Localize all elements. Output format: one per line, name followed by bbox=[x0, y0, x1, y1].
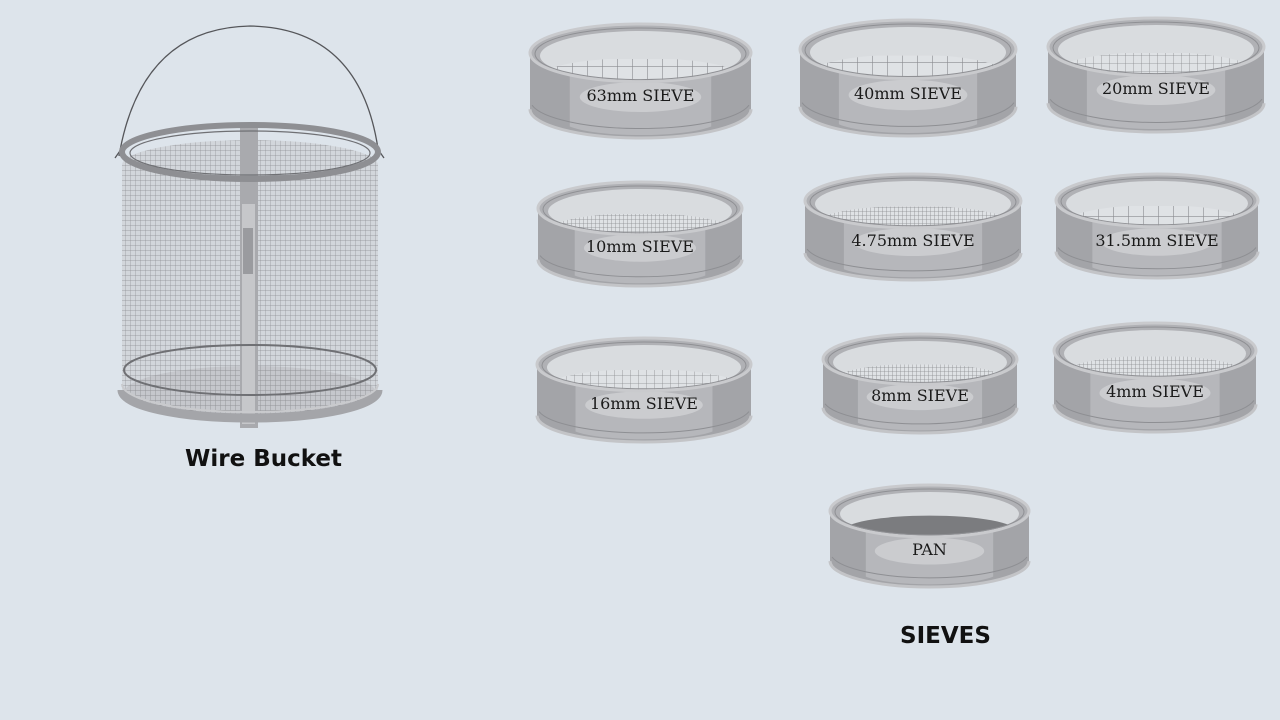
sieve-drawing bbox=[1046, 16, 1266, 134]
sieve-drawing bbox=[803, 172, 1023, 282]
sieve-label: 63mm SIEVE bbox=[586, 86, 695, 105]
sieve-drawing bbox=[528, 22, 753, 140]
sieve-4-75mm-sieve: 4.75mm SIEVE bbox=[802, 171, 1024, 283]
sieve-20mm-sieve: 20mm SIEVE bbox=[1045, 15, 1267, 135]
wire-bucket-caption: Wire Bucket bbox=[185, 446, 343, 472]
sieve-label: 10mm SIEVE bbox=[586, 237, 694, 256]
sieve-40mm-sieve: 40mm SIEVE bbox=[797, 17, 1019, 139]
sieve-drawing bbox=[536, 180, 744, 288]
sieve-63mm-sieve: 63mm SIEVE bbox=[527, 21, 754, 141]
sieve-label: 31.5mm SIEVE bbox=[1095, 231, 1219, 250]
sieve-drawing bbox=[798, 18, 1018, 138]
sieve-label: 8mm SIEVE bbox=[871, 386, 969, 405]
sieve-label: 16mm SIEVE bbox=[590, 394, 698, 413]
sieve-label: PAN bbox=[912, 540, 947, 559]
sieve-label: 20mm SIEVE bbox=[1102, 79, 1210, 98]
wire-bucket-illustration bbox=[114, 25, 385, 428]
sieve-label: 4.75mm SIEVE bbox=[851, 231, 975, 250]
sieve-16mm-sieve: 16mm SIEVE bbox=[534, 335, 754, 445]
sieve-drawing bbox=[1052, 321, 1258, 434]
sieve-drawing bbox=[821, 332, 1019, 435]
sieve-drawing bbox=[828, 483, 1031, 589]
sieve-drawing bbox=[535, 336, 753, 444]
sieve-label: 4mm SIEVE bbox=[1106, 382, 1204, 401]
sieve-label: 40mm SIEVE bbox=[854, 84, 962, 103]
sieve-pan: PAN bbox=[827, 482, 1032, 590]
sieve-10mm-sieve: 10mm SIEVE bbox=[535, 179, 745, 289]
sieves-caption: SIEVES bbox=[900, 623, 991, 649]
sieve-8mm-sieve: 8mm SIEVE bbox=[820, 331, 1020, 436]
sieve-4mm-sieve: 4mm SIEVE bbox=[1051, 320, 1259, 435]
sieve-31-5mm-sieve: 31.5mm SIEVE bbox=[1053, 171, 1261, 281]
sieve-drawing bbox=[1054, 172, 1260, 280]
